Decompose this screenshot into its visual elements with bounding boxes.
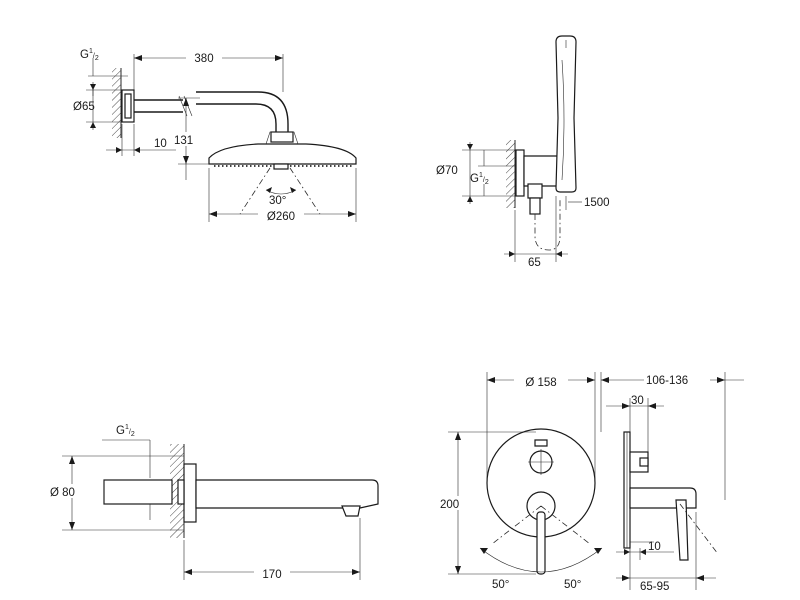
shower-arm-bend xyxy=(196,91,289,132)
hand-shower-view: Ø70 G1/2 1500 65 xyxy=(436,35,610,269)
flange-diameter-dimension: Ø65 xyxy=(73,101,95,113)
hand-shower xyxy=(555,35,577,193)
head-diameter-dimension: Ø260 xyxy=(267,211,295,223)
hose-length-label: 1500 xyxy=(584,197,610,209)
wall-depth-dimension: 10 xyxy=(154,138,167,150)
spout-rosette-diameter: Ø 80 xyxy=(50,487,75,499)
arm-length-dimension: 380 xyxy=(194,53,213,65)
mixer-front-view: Ø 158 200 50° 50° xyxy=(438,372,603,591)
mixer-lever xyxy=(536,511,546,575)
hand-projection-dimension: 65 xyxy=(528,257,541,269)
wall-hatching xyxy=(112,68,121,138)
wall-hatching xyxy=(506,140,515,208)
rosette-depth-dimension: 10 xyxy=(648,541,661,553)
spout-thread-label: G1/2 xyxy=(116,424,135,438)
spout-inner-pipe xyxy=(103,479,173,505)
head-shower-view: G1/2 380 Ø65 10 131 30° xyxy=(73,48,357,223)
mixer-side-view: 106-136 30 10 65-95 xyxy=(600,372,744,593)
plate-offset-dimension: 30 xyxy=(631,395,644,407)
hand-thread-label: G1/2 xyxy=(470,172,489,186)
spout-length-dimension: 170 xyxy=(262,569,281,581)
outlet-diameter-dimension: Ø70 xyxy=(436,165,458,177)
plate-diameter-dimension: Ø 158 xyxy=(525,377,556,389)
right-angle-label: 50° xyxy=(564,579,581,591)
head-thread-label: G1/2 xyxy=(80,48,99,62)
shower-arm xyxy=(134,99,183,113)
spray-angle-label: 30° xyxy=(269,195,286,207)
drop-height-dimension: 131 xyxy=(174,135,193,147)
plate-height-dimension: 200 xyxy=(440,499,459,511)
bath-spout xyxy=(195,479,379,509)
spout-rosette xyxy=(183,463,197,523)
shower-head xyxy=(208,143,357,165)
depth-range-dimension: 106-136 xyxy=(646,375,688,387)
left-angle-label: 50° xyxy=(492,579,509,591)
install-depth-dimension: 65-95 xyxy=(640,581,669,593)
wall-hatching xyxy=(170,444,184,538)
bath-spout-view: G1/2 Ø 80 170 xyxy=(48,424,379,581)
